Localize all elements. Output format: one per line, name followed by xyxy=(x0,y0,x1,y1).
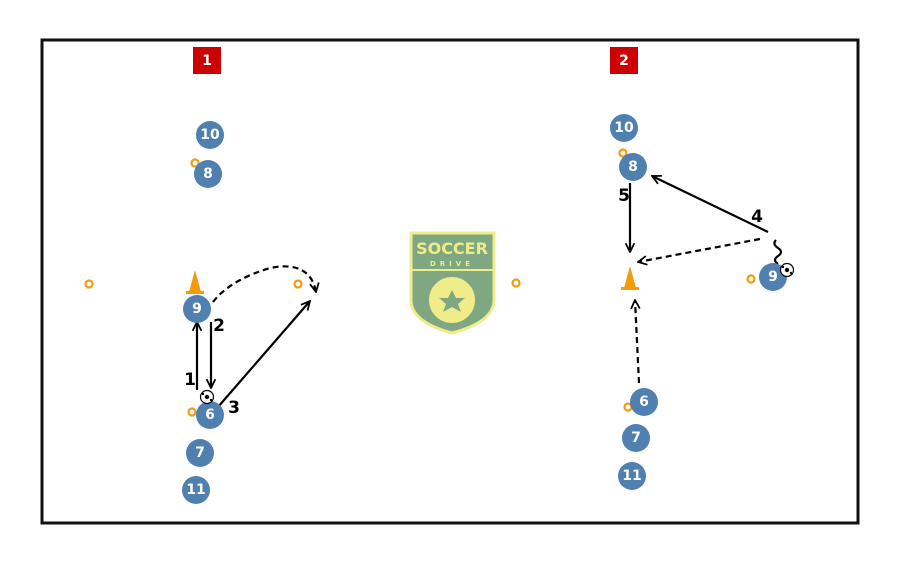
logo-text-drive: DRIVE xyxy=(430,260,474,268)
svg-text:11: 11 xyxy=(622,468,641,484)
logo-text-soccer: SOCCER xyxy=(416,239,488,258)
run-dashed-arrow xyxy=(635,300,639,384)
drill-1-badge: 1 xyxy=(193,47,221,74)
marker-cone xyxy=(746,274,756,284)
player-11[interactable]: 11 xyxy=(618,462,646,490)
svg-text:9: 9 xyxy=(768,269,778,285)
svg-text:9: 9 xyxy=(192,301,202,317)
step-label-3: 3 xyxy=(228,398,240,418)
step-label-4: 4 xyxy=(751,207,763,227)
player-6[interactable]: 6 xyxy=(630,388,658,416)
pass-arrow-3 xyxy=(217,301,310,408)
svg-text:8: 8 xyxy=(628,159,638,175)
player-10[interactable]: 10 xyxy=(610,114,638,142)
svg-text:6: 6 xyxy=(639,394,649,410)
marker-cones xyxy=(84,148,756,417)
player-9[interactable]: 9 xyxy=(183,295,211,323)
step-label-1: 1 xyxy=(184,370,196,390)
step-label-5: 5 xyxy=(618,186,630,206)
pass-arrow-4 xyxy=(652,176,769,233)
player-7[interactable]: 7 xyxy=(186,439,214,467)
player-8[interactable]: 8 xyxy=(619,153,647,181)
marker-cone xyxy=(187,407,197,417)
svg-text:7: 7 xyxy=(195,445,205,461)
player-7[interactable]: 7 xyxy=(622,424,650,452)
cone-icon xyxy=(189,270,201,292)
svg-text:10: 10 xyxy=(614,120,634,136)
marker-cone xyxy=(511,278,521,288)
soccer-drive-logo: SOCCER DRIVE xyxy=(409,231,496,335)
player-11[interactable]: 11 xyxy=(182,476,210,504)
step-label-2: 2 xyxy=(213,316,225,336)
marker-cone xyxy=(618,148,628,158)
svg-text:8: 8 xyxy=(203,166,213,182)
marker-cone xyxy=(84,279,94,289)
svg-text:11: 11 xyxy=(186,482,205,498)
ball-icon[interactable] xyxy=(199,389,215,405)
dribble-squiggle xyxy=(773,239,783,265)
svg-text:7: 7 xyxy=(631,430,641,446)
svg-text:10: 10 xyxy=(200,127,220,143)
svg-text:6: 6 xyxy=(205,407,215,423)
marker-cone xyxy=(293,279,303,289)
player-10[interactable]: 10 xyxy=(196,121,224,149)
dribble-dashed-arrow xyxy=(638,237,761,262)
cone-icon xyxy=(624,266,636,288)
drill-2-badge: 2 xyxy=(610,47,638,74)
svg-text:1: 1 xyxy=(202,53,212,69)
player-8[interactable]: 8 xyxy=(194,160,222,188)
svg-text:2: 2 xyxy=(619,53,629,69)
ball-icon[interactable] xyxy=(779,262,795,278)
marker-cone xyxy=(190,158,200,168)
player-6[interactable]: 6 xyxy=(196,401,224,429)
